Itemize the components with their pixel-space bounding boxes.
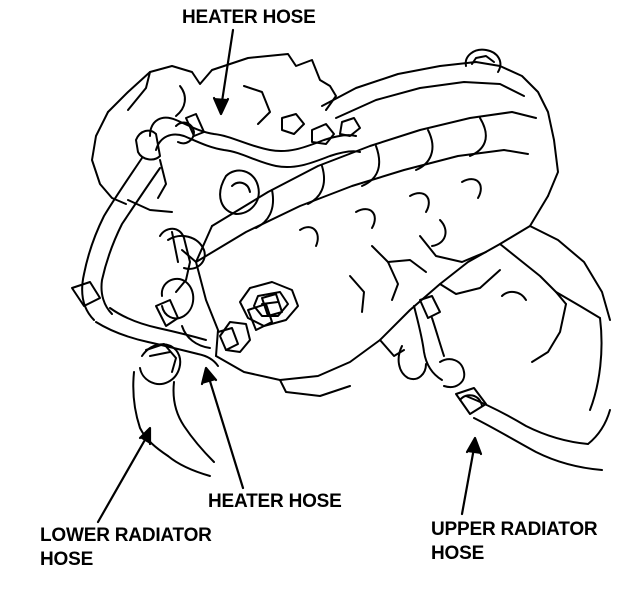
upper-radiator-hose — [397, 295, 611, 471]
leader-arrows — [96, 28, 483, 524]
label-heater-hose-top: HEATER HOSE — [182, 7, 316, 28]
arrow-heater-hose-top — [219, 28, 235, 110]
engine-block — [91, 48, 611, 397]
label-upper-radiator-hose-line1: UPPER RADIATOR — [431, 519, 598, 540]
arrowhead-heater-hose-top — [212, 96, 230, 116]
label-heater-hose-bottom: HEATER HOSE — [208, 491, 342, 512]
heater-hose-upper — [71, 113, 361, 321]
arrow-heater-hose-bottom — [207, 376, 245, 490]
label-lower-radiator-hose-line1: LOWER RADIATOR — [40, 525, 212, 546]
arrowhead-lower-radiator-hose — [138, 426, 152, 446]
lower-radiator-hose — [132, 343, 215, 477]
label-lower-radiator-hose-line2: HOSE — [40, 549, 94, 570]
arrow-upper-radiator-hose — [460, 446, 476, 516]
arrowhead-upper-radiator-hose — [465, 436, 483, 456]
label-upper-radiator-hose-line2: HOSE — [431, 543, 485, 564]
arrow-lower-radiator-hose — [96, 436, 148, 524]
heater-hose-lower — [95, 227, 283, 367]
arrowhead-heater-hose-bottom — [200, 366, 218, 386]
